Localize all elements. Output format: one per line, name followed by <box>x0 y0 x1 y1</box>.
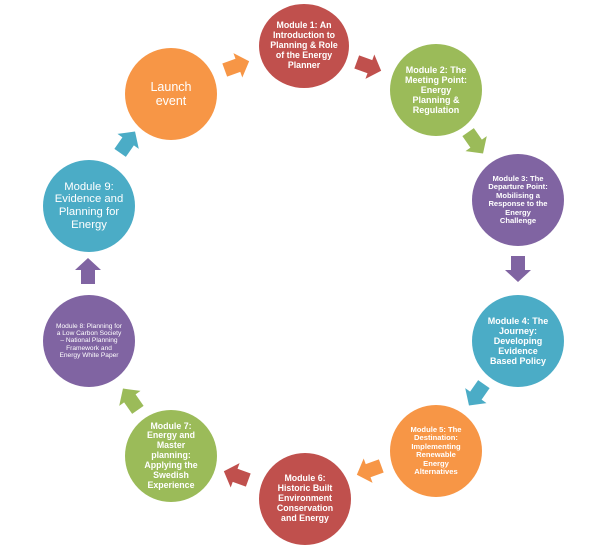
node-module-6: Module 6: Historic Built Environment Con… <box>259 453 351 545</box>
node-module-3-label: Module 3: The Departure Point: Mobilisin… <box>488 173 548 225</box>
node-module-4-label: Module 4: The Journey: Developing Eviden… <box>487 315 549 367</box>
arrow-module-8-to-module-9 <box>75 258 101 284</box>
node-module-3: Module 3: The Departure Point: Mobilisin… <box>472 154 564 246</box>
node-module-8: Module 8: Planning for a Low Carbon Soci… <box>43 295 135 387</box>
node-module-9-label: Module 9: Evidence and Planning for Ener… <box>54 180 124 231</box>
node-module-5: Module 5: The Destination: Implementing … <box>390 405 482 497</box>
node-module-7: Module 7: Energy and Master planning: Ap… <box>125 410 217 502</box>
node-launch-label: Launch event <box>150 80 192 108</box>
arrow-module-9-to-launch <box>114 131 139 157</box>
node-module-8-label: Module 8: Planning for a Low Carbon Soci… <box>56 322 122 360</box>
node-module-2: Module 2: The Meeting Point: Energy Plan… <box>390 44 482 136</box>
node-module-1: Module 1: An Introduction to Planning & … <box>259 4 349 88</box>
node-launch: Launch event <box>125 48 217 140</box>
arrow-module-7-to-module-8 <box>119 388 144 414</box>
arrow-module-4-to-module-5 <box>465 380 490 406</box>
arrow-launch-to-module-1 <box>222 53 250 78</box>
node-module-5-label: Module 5: The Destination: Implementing … <box>410 424 462 476</box>
arrow-module-6-to-module-7 <box>223 463 251 488</box>
arrow-module-1-to-module-2 <box>354 54 382 79</box>
arrow-module-2-to-module-3 <box>462 128 487 154</box>
arrow-module-5-to-module-6 <box>356 458 384 483</box>
node-module-7-label: Module 7: Energy and Master planning: Ap… <box>144 420 198 490</box>
node-module-9: Module 9: Evidence and Planning for Ener… <box>43 160 135 252</box>
node-module-1-label: Module 1: An Introduction to Planning & … <box>270 20 338 70</box>
node-module-2-label: Module 2: The Meeting Point: Energy Plan… <box>405 64 467 116</box>
node-module-6-label: Module 6: Historic Built Environment Con… <box>276 473 334 523</box>
arrow-module-3-to-module-4 <box>505 256 531 282</box>
node-module-4: Module 4: The Journey: Developing Eviden… <box>472 295 564 387</box>
